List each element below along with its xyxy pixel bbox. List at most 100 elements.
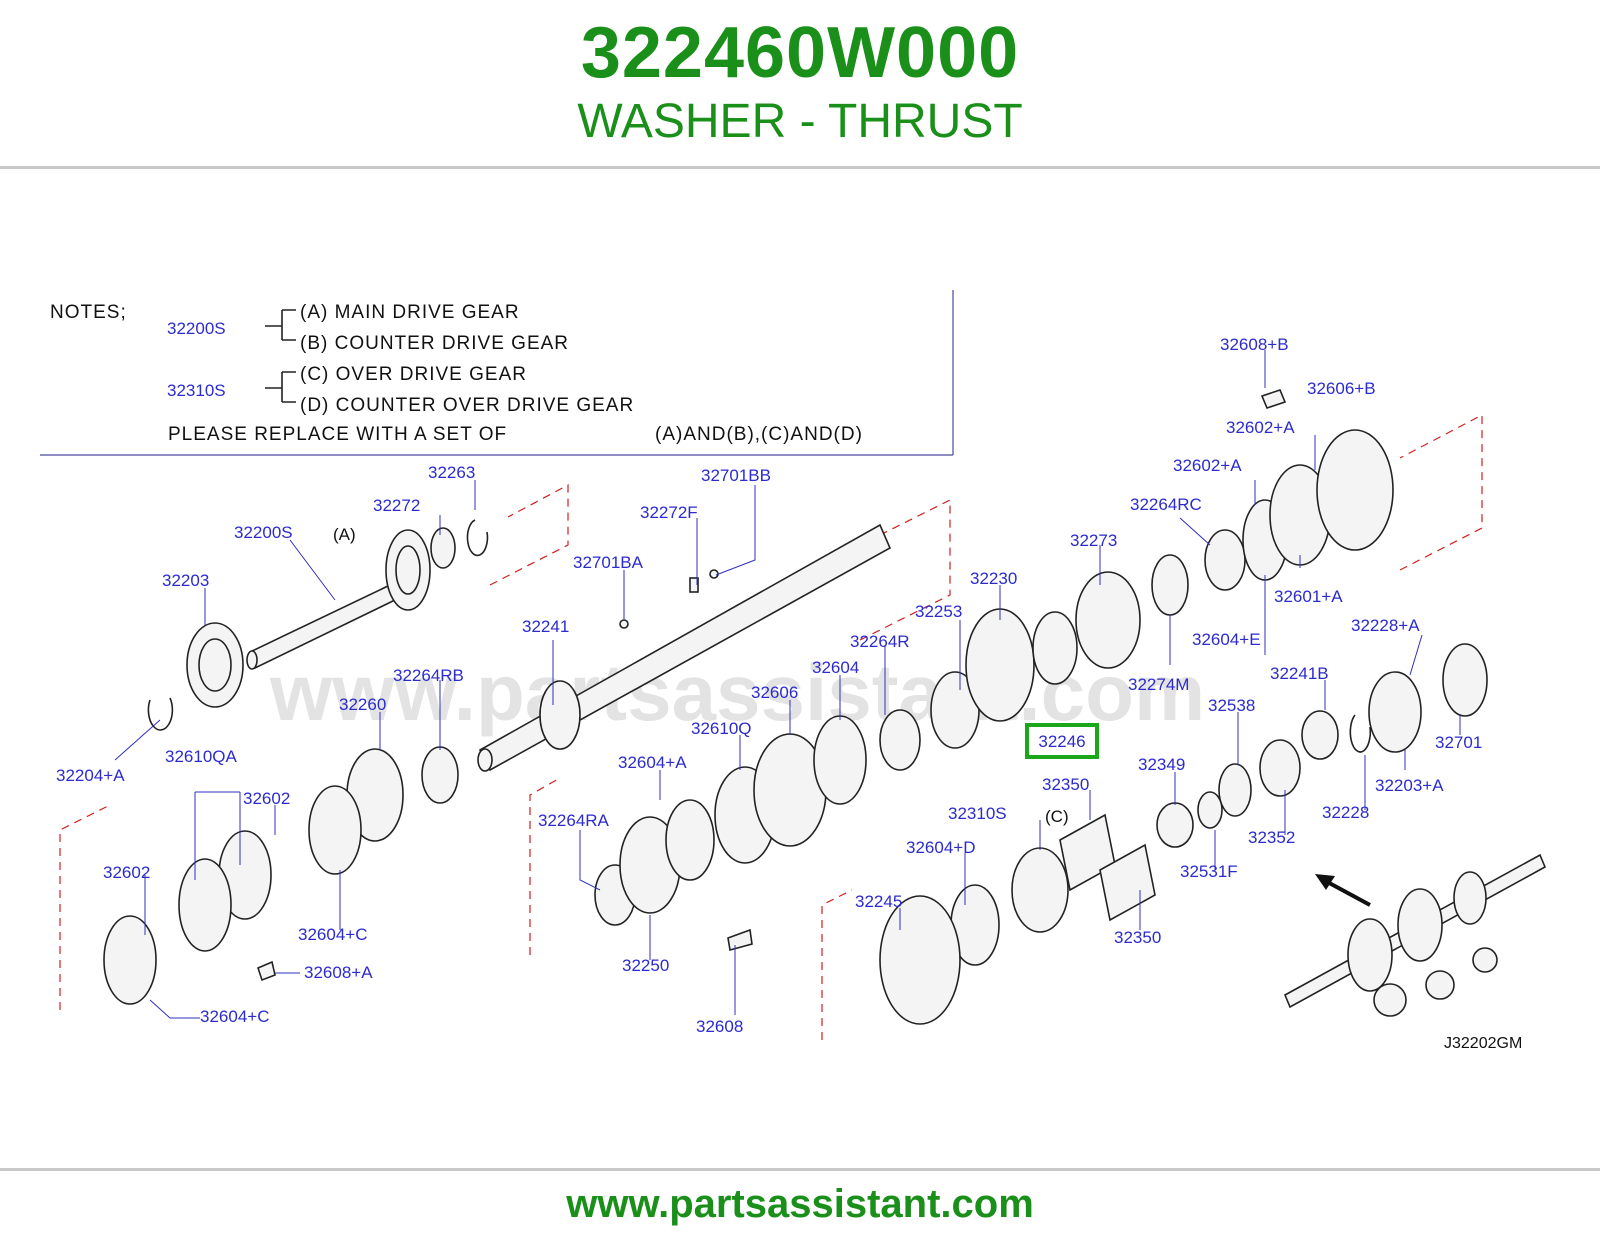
part-label[interactable]: 32241B (1270, 664, 1329, 683)
bearing-32203 (186, 622, 244, 708)
part-label[interactable]: 32610Q (691, 719, 752, 738)
part-label[interactable]: 32264R (850, 632, 910, 651)
part-label[interactable]: 32200S (234, 523, 293, 542)
part-label[interactable]: 32273 (1070, 531, 1117, 550)
part-label[interactable]: 32350 (1114, 928, 1161, 947)
gear-32230 (965, 608, 1035, 722)
washer-32246 (1032, 611, 1078, 685)
bearing-32203-inner (198, 638, 232, 692)
part-label[interactable]: 32272 (373, 496, 420, 515)
snap-ring-32204 (147, 697, 174, 731)
part-label[interactable]: 32264RA (538, 811, 610, 830)
part-label[interactable]: 32604+D (906, 838, 975, 857)
notes-item-a: (A) MAIN DRIVE GEAR (300, 302, 520, 323)
part-label[interactable]: 32228 (1322, 803, 1369, 822)
key-32608 (727, 928, 753, 952)
part-label[interactable]: 32608 (696, 1017, 743, 1036)
notes-item-d: (D) COUNTER OVER DRIVE GEAR (300, 395, 634, 416)
part-label[interactable]: 32602+A (1173, 456, 1242, 475)
part-label[interactable]: 32604+C (200, 1007, 269, 1026)
mainshaft-collar (539, 680, 581, 750)
part-label[interactable]: 32264RC (1130, 495, 1202, 514)
part-label[interactable]: 32608+B (1220, 335, 1289, 354)
notes-item-b: (B) COUNTER DRIVE GEAR (300, 333, 569, 354)
part-label[interactable]: 32245 (855, 892, 902, 911)
notes-group1-code: 32200S (167, 319, 226, 338)
notes-bracket-2 (265, 371, 296, 403)
part-label[interactable]: 32263 (428, 463, 475, 482)
dashed-box-over-drive (821, 889, 853, 1040)
part-label[interactable]: 32531F (1180, 862, 1238, 881)
part-label[interactable]: 32604+A (618, 753, 687, 772)
letter-a: (A) (333, 525, 356, 544)
leader-30 (114, 719, 161, 761)
inset-gear-2 (1347, 918, 1393, 992)
assembly-inset (1283, 853, 1547, 1017)
needle-bearing-32264R (879, 709, 921, 771)
part-label[interactable]: 32310S (948, 804, 1007, 823)
part-label[interactable]: 32250 (622, 956, 669, 975)
part-label[interactable]: 32264RB (393, 666, 464, 685)
header-divider (0, 166, 1600, 169)
leader-48 (149, 999, 200, 1019)
dashed-box-mainshaft (859, 499, 951, 641)
part-label[interactable]: 32610QA (165, 747, 237, 766)
key-32608A (257, 960, 276, 982)
part-label[interactable]: 32604+C (298, 925, 367, 944)
part-label[interactable]: 32606 (751, 683, 798, 702)
part-label[interactable]: 32272F (640, 503, 698, 522)
part-label[interactable]: 32350 (1042, 775, 1089, 794)
part-label[interactable]: 32602 (103, 863, 150, 882)
part-label[interactable]: 32204+A (56, 766, 125, 785)
dashed-box-middle (529, 777, 561, 955)
part-label[interactable]: 32604 (812, 658, 859, 677)
main-drive-shaft (147, 519, 489, 731)
part-label[interactable]: 32241 (522, 617, 569, 636)
gear-components (103, 389, 1394, 1005)
washer-32531F (1197, 791, 1223, 829)
gear-32310S (1011, 847, 1069, 933)
part-label[interactable]: 32538 (1208, 696, 1255, 715)
part-label[interactable]: 32602+A (1226, 418, 1295, 437)
ball-32701BB (709, 569, 719, 579)
mainshaft-end (477, 748, 493, 772)
header: 322460W000 WASHER - THRUST (0, 0, 1600, 168)
bearing-32538 (1218, 763, 1252, 817)
part-label[interactable]: 32604+E (1192, 630, 1261, 649)
leader-8 (715, 485, 756, 576)
ball-32701BA (619, 619, 629, 629)
leader-29 (194, 791, 241, 880)
part-label[interactable]: 32203 (162, 571, 209, 590)
part-label[interactable]: 32606+B (1307, 379, 1376, 398)
part-label[interactable]: 32608+A (304, 963, 373, 982)
bearing-cage-32350-lower (1099, 843, 1156, 922)
part-label[interactable]: 32352 (1248, 828, 1295, 847)
notes-sets-text: (A)AND(B),(C)AND(D) (655, 424, 863, 445)
part-label[interactable]: 32701BB (701, 466, 771, 485)
part-label[interactable]: 32253 (915, 602, 962, 621)
part-label[interactable]: 32228+A (1351, 616, 1420, 635)
cover-32701 (1442, 643, 1488, 717)
part-label[interactable]: 32230 (970, 569, 1017, 588)
notes-box: NOTES; 32200S (A) MAIN DRIVE GEAR (B) CO… (40, 290, 954, 456)
spacer-32349 (1156, 802, 1194, 848)
part-label[interactable]: 32602 (243, 789, 290, 808)
highlighted-part-label[interactable]: 32246 (1038, 732, 1085, 751)
part-label[interactable]: 32349 (1138, 755, 1185, 774)
part-label[interactable]: 32203+A (1375, 776, 1444, 795)
bearing-32272 (430, 527, 456, 569)
leader-lines (114, 350, 1461, 1019)
footer-url[interactable]: www.partsassistant.com (566, 1182, 1034, 1226)
leader-38 (579, 830, 601, 891)
part-label[interactable]: 32260 (339, 695, 386, 714)
dashed-box-left (59, 804, 111, 1010)
pin-32272F (689, 577, 699, 593)
sleeve-32245 (879, 895, 961, 1025)
part-label[interactable]: 32601+A (1274, 587, 1343, 606)
notes-item-c: (C) OVER DRIVE GEAR (300, 364, 527, 385)
part-label[interactable]: 32701 (1435, 733, 1482, 752)
part-label[interactable]: 32701BA (573, 553, 644, 572)
part-label[interactable]: 32274M (1128, 675, 1189, 694)
main-drive-shaft-end (246, 650, 258, 670)
